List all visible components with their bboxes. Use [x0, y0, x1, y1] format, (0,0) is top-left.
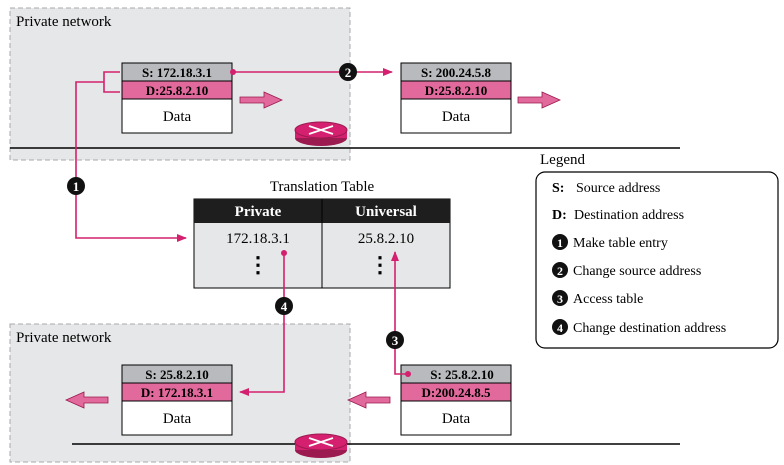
flow-arrow-step-3 — [391, 251, 408, 375]
forward-arrow-icon — [239, 91, 283, 109]
legend-step-2-icon — [552, 262, 568, 278]
legend-title: Legend — [540, 152, 585, 168]
backward-arrow-icon — [65, 391, 109, 409]
svg-text:1: 1 — [73, 179, 80, 194]
table-cell-universal: 25.8.2.10 — [358, 231, 414, 247]
svg-text:2: 2 — [345, 65, 352, 80]
svg-text:2: 2 — [557, 264, 563, 278]
legend-text-destination: Destination address — [574, 208, 684, 223]
packet-source-address: S: 172.18.3.1 — [142, 65, 212, 80]
step-badge-1: 1 — [67, 177, 85, 195]
private-network-bottom-label: Private network — [16, 330, 112, 346]
table-header-private: Private — [235, 204, 282, 220]
legend-text-step-4: Change destination address — [573, 321, 726, 336]
private-network-top-label: Private network — [16, 14, 112, 30]
packet-top-left: S: 172.18.3.1 D:25.8.2.10 Data — [121, 62, 233, 134]
router-icon — [294, 433, 348, 458]
legend-step-4-icon — [552, 319, 568, 335]
router-icon — [294, 121, 348, 146]
svg-text:3: 3 — [392, 333, 399, 348]
legend-text-step-1: Make table entry — [573, 236, 668, 251]
packet-bottom-left: S: 25.8.2.10 D: 172.18.3.1 Data — [121, 364, 233, 436]
translation-table: Translation Table Private Universal 172.… — [193, 179, 451, 289]
vertical-dots-icon: ⋮ — [247, 252, 269, 277]
legend-text-step-2: Change source address — [573, 264, 701, 279]
packet-source-address: S: 200.24.5.8 — [421, 65, 492, 80]
packet-bottom-right: S: 25.8.2.10 D:200.24.8.5 Data — [400, 364, 512, 436]
flow-arrow-step-1 — [75, 81, 187, 242]
legend-text-source: Source address — [576, 181, 660, 196]
backward-arrow-icon — [347, 391, 391, 409]
step-badge-4: 4 — [275, 297, 293, 315]
packet-destination-address: D:25.8.2.10 — [146, 83, 208, 98]
svg-text:4: 4 — [281, 299, 288, 314]
forward-arrow-icon — [517, 91, 561, 109]
legend-text-step-3: Access table — [573, 292, 643, 307]
table-cell-private: 172.18.3.1 — [226, 231, 290, 247]
private-network-top: Private network — [9, 7, 351, 161]
packet-data: Data — [442, 109, 471, 125]
step-badge-3: 3 — [386, 331, 404, 349]
translation-table-title: Translation Table — [270, 179, 375, 195]
packet-data: Data — [163, 411, 192, 427]
legend-step-1-icon — [552, 234, 568, 250]
packet-top-right: S: 200.24.5.8 D:25.8.2.10 Data — [400, 62, 512, 134]
legend-step-3-icon — [552, 290, 568, 306]
legend-key-destination: D: — [552, 208, 567, 223]
svg-text:3: 3 — [557, 292, 563, 306]
table-header-universal: Universal — [355, 204, 417, 220]
packet-destination-address: D:25.8.2.10 — [425, 83, 487, 98]
vertical-dots-icon: ⋮ — [369, 252, 391, 277]
svg-text:4: 4 — [557, 321, 563, 335]
packet-data: Data — [163, 109, 192, 125]
packet-destination-address: D:200.24.8.5 — [422, 385, 491, 400]
svg-text:1: 1 — [557, 236, 563, 250]
packet-destination-address: D: 172.18.3.1 — [141, 385, 213, 400]
packet-data: Data — [442, 411, 471, 427]
step-badge-2: 2 — [339, 63, 357, 81]
legend: Legend S: Source address D: Destination … — [535, 152, 779, 349]
private-network-bottom: Private network — [9, 323, 351, 463]
packet-source-address: S: 25.8.2.10 — [145, 367, 209, 382]
legend-key-source: S: — [552, 181, 564, 196]
packet-source-address: S: 25.8.2.10 — [430, 367, 494, 382]
